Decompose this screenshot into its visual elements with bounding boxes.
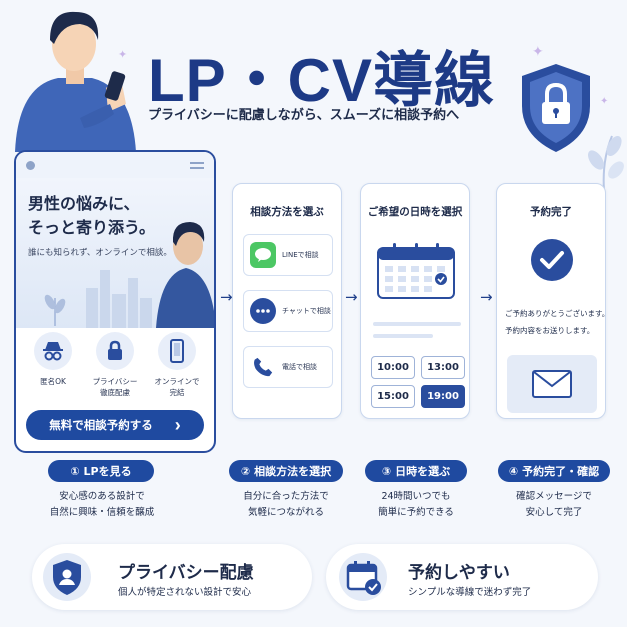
lock-icon bbox=[96, 332, 134, 370]
placeholder-line bbox=[373, 322, 461, 326]
feature-label: プライバシー 徹底配慮 bbox=[92, 377, 138, 397]
man-with-phone-illustration bbox=[15, 11, 136, 152]
shield-user-icon bbox=[43, 553, 91, 601]
incognito-icon bbox=[34, 332, 72, 370]
step-4-description: 確認メッセージで安心して完了 bbox=[516, 491, 592, 518]
page-subtitle: プライバシーに配慮しながら、スムーズに相談予約へ bbox=[148, 108, 460, 123]
feature-label: オンラインで 完結 bbox=[154, 377, 200, 397]
arrow-right-icon: → bbox=[220, 288, 233, 306]
feature-label: 匿名OK bbox=[40, 377, 66, 386]
line-chat-icon bbox=[250, 242, 276, 268]
lp-phone-mockup: 男性の悩みに、 そっと寄り添う。 誰にも知られず、オンラインで相談。 匿名OK … bbox=[14, 150, 216, 453]
feature-anonymous: 匿名OK bbox=[22, 332, 84, 387]
lp-hero: 男性の悩みに、 そっと寄り添う。 誰にも知られず、オンラインで相談。 bbox=[16, 178, 214, 328]
sparkle-icon: ✦ bbox=[118, 48, 128, 61]
sparkle-icon: ✦ bbox=[600, 96, 609, 107]
chevron-right-icon: › bbox=[174, 414, 181, 435]
camera-icon bbox=[26, 160, 35, 170]
page-title: LP・CV導線 bbox=[148, 47, 496, 114]
hero-headline-line2: そっと寄り添う。 bbox=[28, 218, 156, 237]
step-2-pill: ② 相談方法を選択 bbox=[229, 460, 343, 482]
sparkle-icon: ✦ bbox=[532, 44, 544, 60]
time-slot-selected[interactable]: 19:00 bbox=[421, 385, 465, 408]
step-4-pill: ④ 予約完了・確認 bbox=[498, 460, 610, 482]
mail-panel bbox=[507, 355, 597, 413]
step-2-description: 自分に合った方法で気軽につながれる bbox=[243, 491, 329, 518]
placeholder-line bbox=[373, 334, 433, 338]
privacy-title: プライバシー配慮 bbox=[118, 563, 254, 583]
step-3-description: 24時間いつでも簡単に予約できる bbox=[378, 491, 454, 518]
complete-card: 予約完了 ご予約ありがとうございます。 予約内容をお送りします。 bbox=[496, 183, 610, 419]
method-chat-option[interactable]: チャットで相談 bbox=[243, 290, 333, 332]
step-1-pill: ① LPを見る bbox=[48, 460, 154, 482]
phone-status-bar bbox=[16, 152, 214, 178]
envelope-icon bbox=[532, 370, 572, 398]
easy-booking-feature-card: 予約しやすい シンプルな導線で迷わず完了 bbox=[326, 544, 598, 610]
method-label: LINEで相談 bbox=[282, 251, 319, 259]
hero-headline-line1: 男性の悩みに、 bbox=[28, 194, 140, 213]
step-3-pill: ③ 日時を選ぶ bbox=[365, 460, 467, 482]
free-consultation-button[interactable]: 無料で相談予約する › bbox=[26, 410, 204, 440]
hamburger-menu-icon[interactable] bbox=[190, 161, 204, 169]
smartphone-icon bbox=[158, 332, 196, 370]
plant-illustration bbox=[44, 294, 66, 326]
arrow-right-icon: → bbox=[480, 288, 493, 306]
arrow-right-icon: → bbox=[345, 288, 358, 306]
hero-headline: 男性の悩みに、 そっと寄り添う。 bbox=[28, 192, 155, 240]
easy-booking-title: 予約しやすい bbox=[408, 563, 510, 583]
time-slot[interactable]: 15:00 bbox=[371, 385, 415, 408]
hero-subtext: 誰にも知られず、オンラインで相談。 bbox=[28, 248, 172, 258]
man-silhouette-illustration bbox=[156, 222, 214, 328]
feature-online: オンラインで 完結 bbox=[146, 332, 208, 398]
chat-bubble-icon bbox=[250, 298, 276, 324]
card-title: ご希望の日時を選択 bbox=[367, 206, 463, 218]
calendar-icon bbox=[377, 243, 455, 299]
card-title: 相談方法を選ぶ bbox=[250, 206, 324, 218]
datetime-card: ご希望の日時を選択 10:00 13:00 15:00 19:00 bbox=[360, 183, 470, 419]
time-slot[interactable]: 13:00 bbox=[421, 356, 465, 379]
method-phone-option[interactable]: 電話で相談 bbox=[243, 346, 333, 388]
complete-message-1: ご予約ありがとうございます。 bbox=[505, 309, 610, 318]
card-title: 予約完了 bbox=[530, 206, 572, 218]
easy-booking-description: シンプルな導線で迷わず完了 bbox=[408, 587, 532, 598]
time-slot[interactable]: 10:00 bbox=[371, 356, 415, 379]
method-label: チャットで相談 bbox=[282, 307, 331, 315]
check-circle-icon bbox=[531, 239, 573, 281]
shield-lock-icon bbox=[522, 64, 590, 152]
privacy-description: 個人が特定されない設計で安心 bbox=[118, 587, 252, 598]
privacy-feature-card: プライバシー配慮 個人が特定されない設計で安心 bbox=[32, 544, 312, 610]
leaf-decoration-icon bbox=[588, 135, 624, 190]
method-card: 相談方法を選ぶ LINEで相談 チャットで相談 電話で相談 bbox=[232, 183, 342, 419]
cta-label: 無料で相談予約する bbox=[49, 420, 153, 432]
calendar-check-icon bbox=[339, 553, 387, 601]
method-line-option[interactable]: LINEで相談 bbox=[243, 234, 333, 276]
step-1-description: 安心感のある設計で自然に興味・信頼を醸成 bbox=[49, 491, 155, 518]
complete-message-2: 予約内容をお送りします。 bbox=[505, 326, 595, 335]
phone-icon bbox=[250, 354, 276, 380]
method-label: 電話で相談 bbox=[282, 363, 317, 371]
feature-privacy: プライバシー 徹底配慮 bbox=[84, 332, 146, 398]
